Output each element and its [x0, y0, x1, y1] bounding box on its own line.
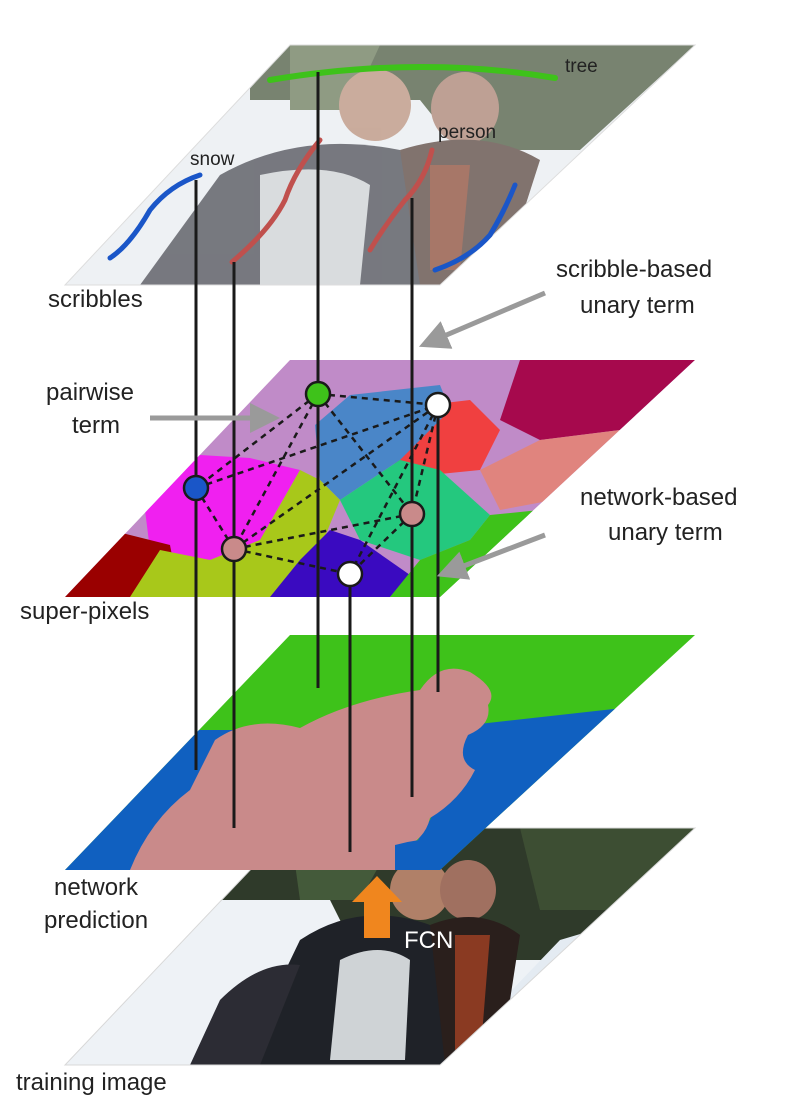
- pairwise-edge: [410, 404, 440, 515]
- pairwise-edge: [233, 403, 439, 551]
- pairwise-edge: [233, 512, 413, 551]
- pairwise-label-line2: term: [72, 412, 120, 439]
- node-person: [398, 500, 426, 528]
- scribble-unary-label-line1: scribble-based: [556, 256, 712, 283]
- node-unlabeled: [424, 391, 452, 419]
- network-prediction-label-line2: prediction: [44, 907, 148, 934]
- scribble-unary-label-line2: unary term: [580, 292, 695, 319]
- snow-tag: snow: [190, 149, 235, 170]
- pairwise-edge: [349, 513, 413, 575]
- node-snow: [182, 474, 210, 502]
- pairwise-edge: [317, 393, 413, 515]
- pairwise-edges: [194, 392, 440, 576]
- node-unlabeled: [336, 560, 364, 588]
- training-image-outline: [63, 827, 697, 1066]
- network-unary-label-line2: unary term: [608, 519, 723, 546]
- scribbles-layer: [65, 45, 695, 285]
- pairwise-edge: [233, 547, 351, 576]
- snow-scribble-left: [107, 172, 203, 261]
- person-scribble-right: [367, 147, 435, 253]
- scribbles-layer-outline: [63, 44, 697, 286]
- pairwise-edge: [195, 393, 319, 489]
- superpixels-label: super-pixels: [20, 598, 149, 625]
- snow-scribble-right: [432, 182, 518, 273]
- pairwise-edge: [317, 392, 439, 407]
- fcn-arrow-icon: [352, 876, 402, 938]
- tree-tag: tree: [565, 56, 598, 77]
- fcn-label: FCN: [404, 927, 453, 954]
- network-unary-label-line1: network-based: [580, 484, 737, 511]
- network-prediction-label-line1: network: [54, 874, 139, 901]
- node-tree: [304, 380, 332, 408]
- person-scribble-left: [229, 137, 323, 265]
- training-image-label: training image: [16, 1069, 167, 1096]
- pairwise-edge: [232, 393, 320, 550]
- scribble-unary-arrow: [418, 290, 546, 349]
- pairwise-edge: [348, 404, 440, 575]
- pairwise-edge: [195, 403, 439, 490]
- network-unary-arrow: [436, 532, 546, 580]
- node-person: [220, 535, 248, 563]
- scribbles-label: scribbles: [48, 286, 143, 313]
- superpixel-nodes: [182, 380, 452, 588]
- superpixel-dark-red-right: [500, 360, 695, 440]
- pairwise-label-line1: pairwise: [46, 379, 134, 406]
- superpixels-layer: [65, 360, 695, 597]
- tree-scribble: [267, 63, 558, 83]
- person-tag: person: [438, 122, 496, 143]
- prediction-person-region: [130, 668, 492, 870]
